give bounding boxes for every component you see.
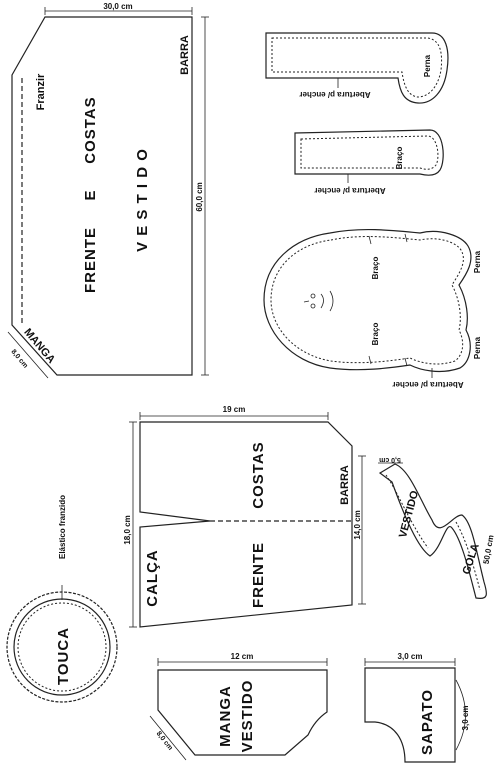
costas-label: COSTAS [82, 96, 99, 163]
pants-costas-label: COSTAS [250, 441, 267, 508]
dress-front-back-piece: 30,0 cm 60,0 cm Franzir BARRA FRENTE E C… [7, 2, 209, 379]
sleeve-width-label: 12 cm [231, 652, 254, 661]
collar-outline [378, 463, 487, 600]
leg-abertura-label: Abertura p/ encher [299, 90, 370, 99]
body-outline [263, 228, 472, 373]
collar-piece: 5,0 cm VESTIDO GOLA 50,0 cm [378, 456, 496, 600]
pants-barra-label: BARRA [339, 465, 351, 505]
collar-stitch [385, 474, 429, 549]
sleeve-vestido-label: VESTIDO [239, 680, 256, 753]
shoe-width-label: 3,0 cm [398, 652, 423, 661]
body-abertura-label: Abertura p/ encher [392, 380, 463, 389]
dress-manga-dim: 8,0 cm [9, 348, 28, 369]
dress-height-label: 60,0 cm [195, 182, 204, 211]
arm-piece: Braço Abertura p/ encher [294, 129, 444, 195]
leg-piece: Perna Abertura p/ encher [265, 32, 449, 104]
pants-height-left-label: 18,0 cm [123, 515, 132, 544]
sleeve-piece: 12 cm 8,0 cm MANGA VESTIDO [149, 652, 328, 761]
hat-touca-label: TOUCA [55, 627, 72, 685]
pants-width-label: 19 cm [223, 405, 246, 414]
face-drawing [303, 290, 334, 312]
arm-stitch [300, 135, 439, 170]
shoe-height-arc [455, 679, 466, 751]
frente-label: FRENTE [82, 227, 99, 293]
dress-barra-label: BARRA [179, 35, 191, 75]
collar-width-label: 5,0 cm [379, 456, 401, 463]
arm-braco-label: Braço [395, 147, 404, 170]
body-perna-bottom-label: Perna [473, 336, 482, 359]
body-braco-top-label: Braço [371, 257, 380, 280]
franzir-label: Franzir [35, 73, 47, 110]
dress-outline [11, 16, 193, 376]
pants-frente-label: FRENTE [250, 542, 267, 608]
body-piece: Braço Braço Perna Perna Abertura p/ ench… [263, 228, 482, 389]
sleeve-outline [157, 669, 328, 756]
leg-perna-label: Perna [423, 54, 432, 77]
shoe-height-label: 3,0 cm [461, 706, 470, 731]
body-braco-bottom-label: Braço [371, 323, 380, 346]
hat-stitch [17, 602, 107, 692]
arm-outline [294, 129, 444, 176]
pants-outline [139, 421, 353, 628]
dress-width-label: 30,0 cm [103, 2, 132, 11]
sleeve-manga-label: MANGA [217, 685, 234, 747]
hat-piece: Elástico franzido TOUCA [6, 495, 118, 703]
hat-elastico-label: Elástico franzido [58, 495, 67, 559]
body-perna-top-label: Perna [473, 250, 482, 273]
shoe-outline [364, 667, 456, 763]
leg-stitch [271, 37, 443, 98]
pants-piece: 19 cm 18,0 cm 14,0 cm COSTAS FRENTE BARR… [123, 405, 366, 628]
pants-calca-label: CALÇA [144, 549, 161, 607]
leg-outline [265, 32, 449, 104]
arm-abertura-label: Abertura p/ encher [314, 186, 385, 195]
vestido-label: V E S T I D O [134, 148, 151, 252]
shoe-sapato-label: SAPATO [419, 689, 436, 755]
pants-height-right-label: 14,0 cm [353, 510, 362, 539]
collar-length-label: 50,0 cm [482, 534, 496, 564]
shoe-piece: 3,0 cm 3,0 cm SAPATO [364, 652, 470, 763]
e-label: E [82, 189, 99, 200]
